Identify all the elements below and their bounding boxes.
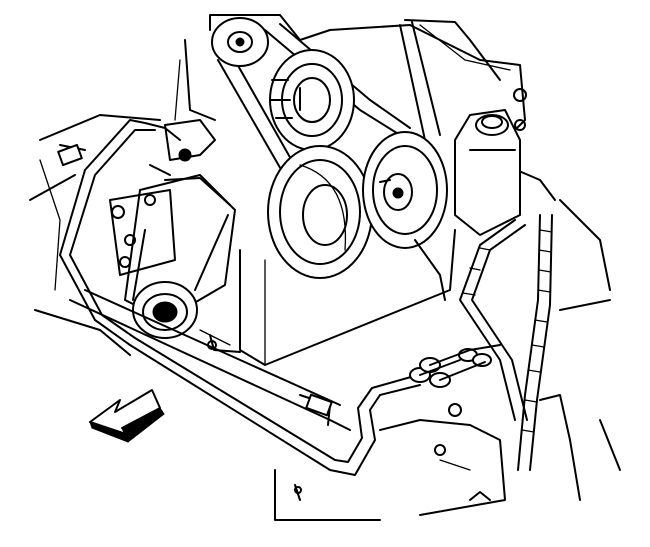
crankshaft-pulley: [267, 145, 373, 279]
frame-crossmember: [69, 289, 351, 431]
front-of-vehicle-arrow: [89, 389, 165, 443]
hose-fittings: [409, 344, 501, 388]
lower-engine-casting: [274, 199, 621, 521]
pump-mounting-plate: [239, 229, 456, 366]
engine-block-left: [29, 114, 161, 356]
power-steering-return-line: [59, 119, 421, 476]
starter-solenoid-bracket: [109, 119, 216, 276]
belt-tensioner-pulley: [269, 49, 355, 151]
starter-motor: [124, 174, 236, 339]
power-steering-reservoir: [454, 109, 521, 236]
power-steering-pressure-hose: [459, 214, 553, 471]
power-steering-pump-pulley: [362, 131, 448, 249]
upper-mounting-bracket: [174, 14, 556, 201]
idler-pulley: [211, 17, 269, 67]
